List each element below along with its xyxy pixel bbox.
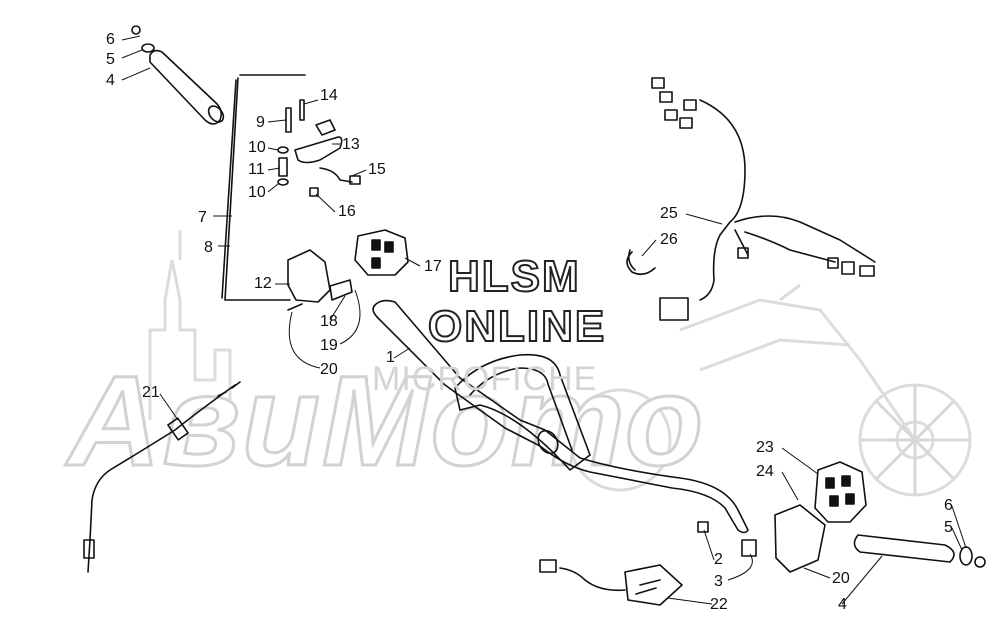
callout-4-left: 4 [106,72,115,89]
callout-2: 2 [714,551,723,568]
callout-8: 8 [204,239,213,256]
callout-21: 21 [142,384,160,401]
callout-5-left: 5 [106,51,115,68]
callout-3: 3 [714,573,723,590]
callout-17: 17 [424,258,442,275]
right-switch-part [814,461,867,523]
watermark-line-3: MICROFICHE [372,360,598,398]
throttle-cable-part [83,381,241,573]
right-grip-part [853,534,955,563]
left-housing-part [287,249,331,303]
callout-9: 9 [256,114,265,131]
watermark-line-1: HLSM [447,251,581,302]
callout-20-left: 20 [320,361,338,378]
bracket-frame [221,74,306,301]
callout-23: 23 [756,439,774,456]
harness-clip-part [626,249,656,276]
callout-6-right: 6 [944,497,953,514]
callout-13: 13 [342,136,360,153]
callout-4-right: 4 [838,596,847,613]
bushing-part [741,539,757,557]
callout-16: 16 [338,203,356,220]
left-washer-part [141,43,155,53]
right-bracket-part [774,504,826,573]
roll-pin-part [299,99,305,121]
callout-14: 14 [320,87,338,104]
throttle-lever-part [294,136,343,164]
callout-18: 18 [320,313,338,330]
callout-10-upper: 10 [248,139,266,156]
callout-20-right: 20 [832,570,850,587]
callout-6-left: 6 [106,31,115,48]
heater-element-part [624,564,683,606]
callout-1: 1 [386,349,395,366]
callout-5-right: 5 [944,519,953,536]
callout-7: 7 [198,209,207,226]
callout-12: 12 [254,275,272,292]
callout-26: 26 [660,231,678,248]
fitting-part [697,521,709,533]
callout-10-lower: 10 [248,184,266,201]
callout-24: 24 [756,463,774,480]
callout-22: 22 [710,596,728,613]
switch-housing-part [354,229,409,276]
right-screw-part [974,556,986,568]
left-screw-part [131,25,141,35]
callout-11: 11 [248,161,265,178]
watermark-line-2: ONLINE [427,301,607,352]
callout-19: 19 [320,337,338,354]
callout-25: 25 [660,205,678,222]
wiring-harness-part [651,77,876,321]
pin-part [285,107,292,133]
callout-15: 15 [368,161,386,178]
left-grip-part [149,49,225,125]
